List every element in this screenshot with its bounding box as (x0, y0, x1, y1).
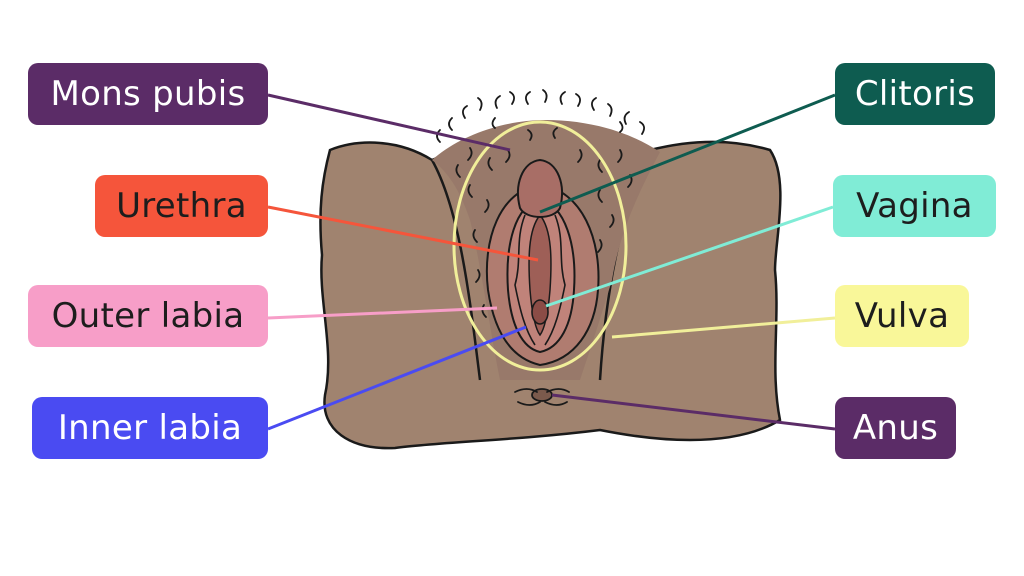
outer-labia-pointer (267, 306, 498, 320)
label-clitoris: Clitoris (835, 63, 995, 125)
vagina-pointer (545, 205, 834, 308)
label-outer-labia: Outer labia (28, 285, 268, 347)
label-vagina-text: Vagina (856, 186, 973, 226)
label-vulva: Vulva (835, 285, 969, 347)
inner-folds (514, 214, 566, 346)
label-clitoris-text: Clitoris (854, 74, 976, 114)
label-urethra: Urethra (95, 175, 268, 237)
left-thigh-crease (430, 159, 482, 381)
label-vulva-text: Vulva (854, 296, 950, 336)
label-mons-pubis-text: Mons pubis (50, 74, 246, 114)
urethra-pointer (267, 205, 539, 262)
label-urethra-text: Urethra (116, 186, 247, 226)
label-inner-labia-text: Inner labia (57, 408, 243, 448)
label-inner-labia: Inner labia (32, 397, 268, 459)
vulva-pointer (611, 316, 836, 339)
label-anus: Anus (835, 397, 956, 459)
inner-labia-pointer (267, 325, 527, 431)
label-vagina: Vagina (833, 175, 996, 237)
label-outer-labia-text: Outer labia (51, 296, 245, 336)
vulva-outline (452, 120, 628, 372)
clitoris-pointer (539, 93, 836, 214)
vaginal-opening (531, 299, 549, 325)
anus-pointer (551, 393, 836, 431)
mons-pubis-pointer (267, 93, 511, 152)
label-mons-pubis: Mons pubis (28, 63, 268, 125)
pubic-hair (436, 89, 645, 318)
label-anus-text: Anus (852, 408, 939, 448)
clitoral-hood-shape (517, 158, 563, 218)
